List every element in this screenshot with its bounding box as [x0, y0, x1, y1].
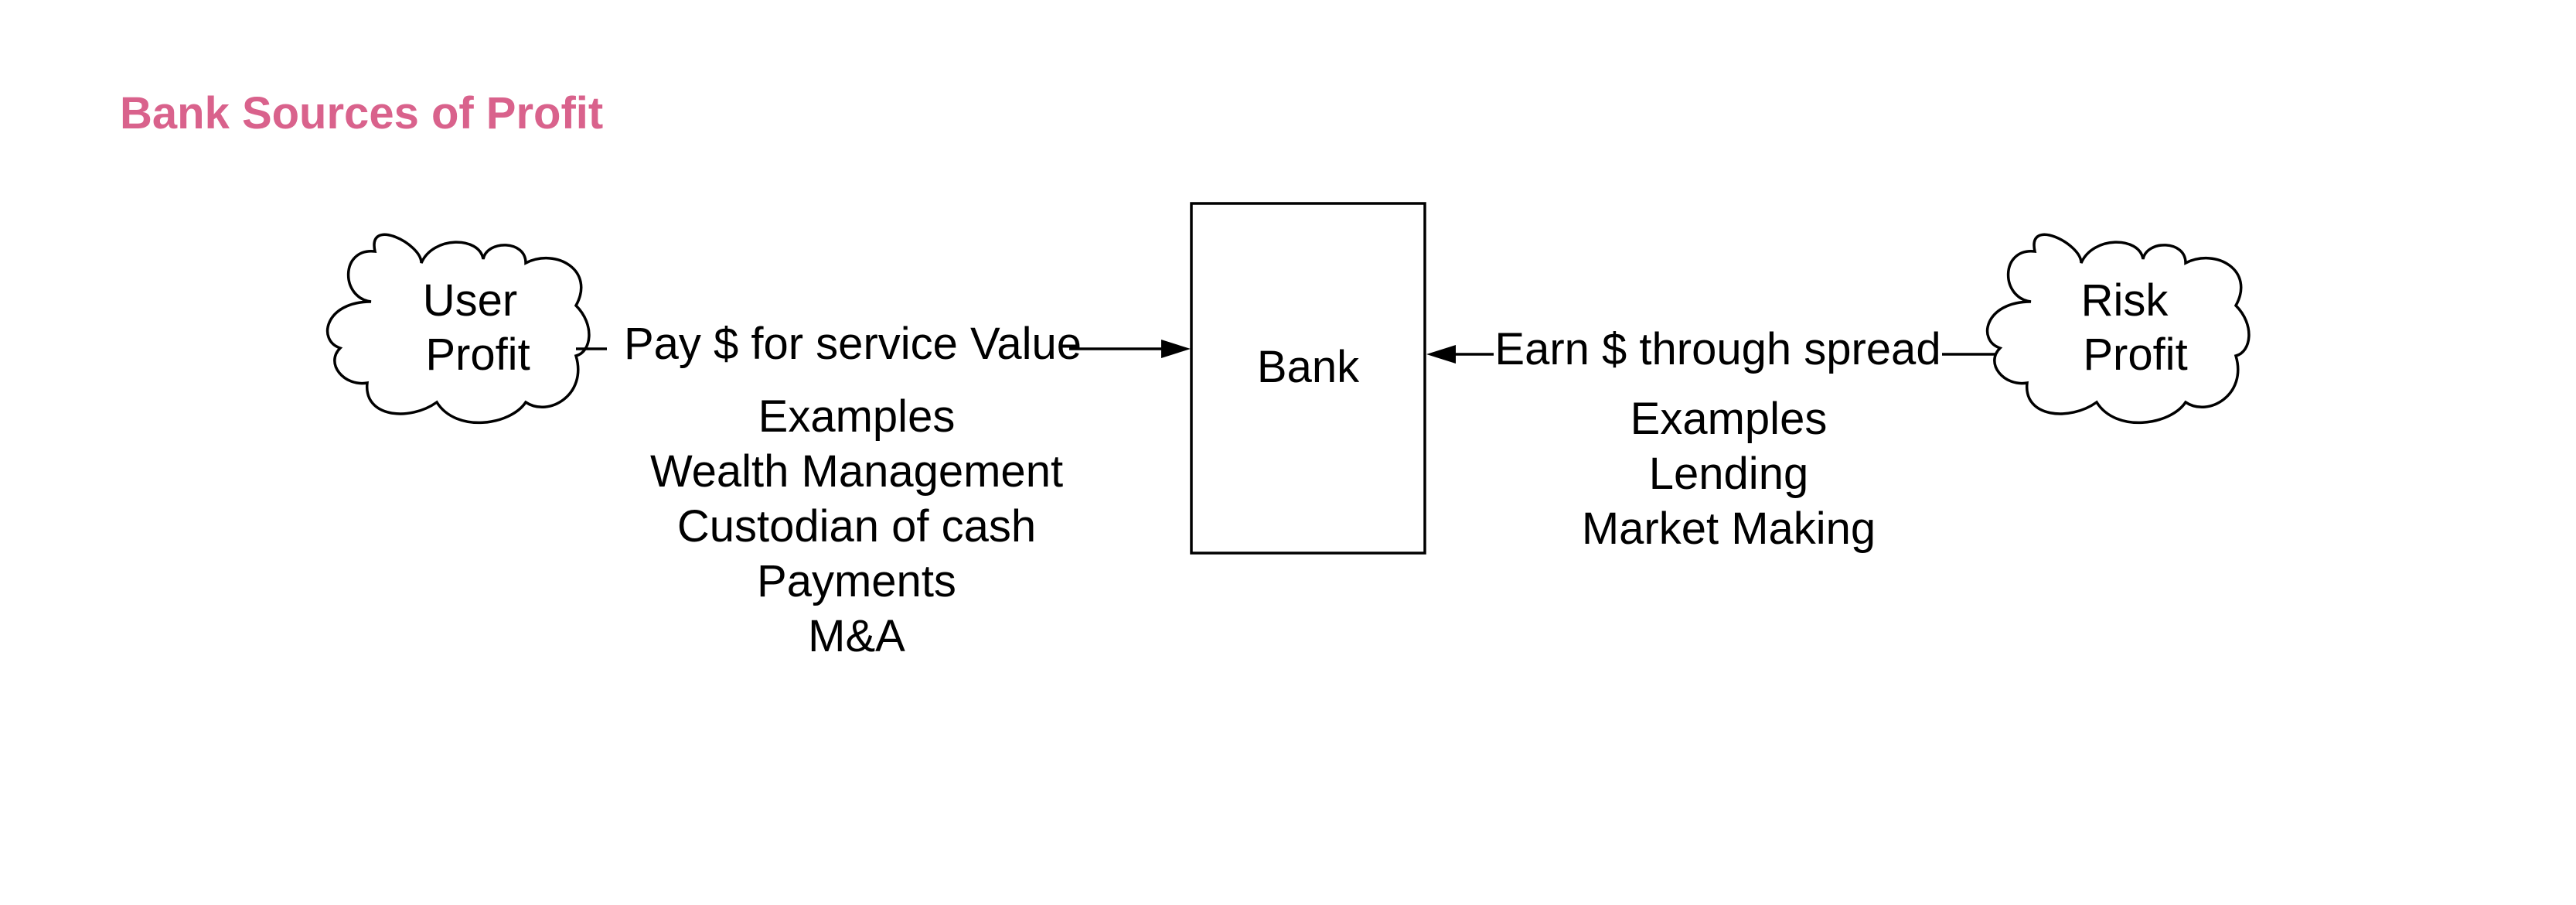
cloud-shape-icon: [325, 233, 591, 425]
risk-profit-cloud: Risk Profit: [1985, 233, 2251, 425]
user-profit-label-line-1: User: [423, 275, 517, 326]
cloud-shape-icon: [1985, 233, 2251, 425]
list-item: Lending: [1649, 449, 1808, 499]
bank-node: Bank: [1190, 202, 1426, 555]
list-item: Custodian of cash: [677, 501, 1036, 552]
left-arrowhead-icon: [1161, 340, 1191, 358]
risk-profit-label-line-2: Profit: [2083, 330, 2187, 380]
left-edge-label: Pay $ for service Value: [624, 319, 1082, 369]
list-item: Market Making: [1582, 504, 1876, 554]
user-profit-label-line-2: Profit: [425, 330, 530, 380]
list-item: Wealth Management: [650, 446, 1063, 497]
bank-label: Bank: [1257, 342, 1360, 392]
bank-box: [1190, 202, 1426, 555]
user-profit-cloud: User Profit: [325, 233, 591, 425]
list-item: Examples: [1630, 394, 1828, 444]
list-item: Examples: [758, 391, 956, 442]
list-item: Payments: [757, 556, 956, 606]
right-edge-label: Earn $ through spread: [1494, 324, 1941, 374]
list-item: M&A: [808, 611, 905, 661]
right-arrowhead-icon: [1426, 345, 1456, 364]
diagram-title: Bank Sources of Profit: [120, 88, 603, 138]
left-examples-list: Examples Wealth Management Custodian of …: [650, 391, 1063, 661]
right-examples-list: Examples Lending Market Making: [1582, 394, 1876, 554]
risk-profit-label-line-1: Risk: [2081, 275, 2169, 326]
